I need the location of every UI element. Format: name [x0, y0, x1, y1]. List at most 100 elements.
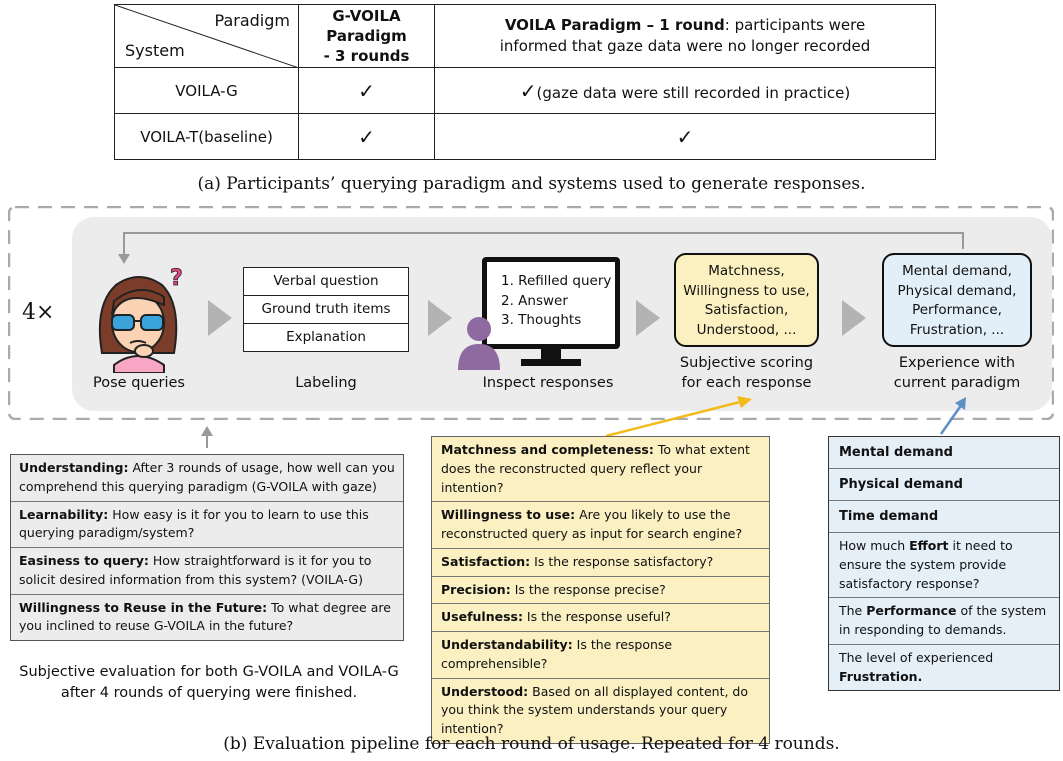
- diag-bottom-label: System: [125, 41, 185, 60]
- experience-label-line1: Experience with: [898, 355, 1016, 371]
- list-item: Physical demand: [829, 469, 1059, 501]
- monitor-screen: 1. Refilled query 2. Answer 3. Thoughts: [482, 257, 620, 349]
- experience-label-line2: current paradigm: [893, 374, 1021, 391]
- experience-box: Mental demand, Physical demand, Performa…: [882, 253, 1032, 347]
- caption-b: (b) Evaluation pipeline for each round o…: [223, 734, 840, 754]
- item-title: Matchness and completeness:: [441, 442, 654, 457]
- item-text: Is the response satisfactory?: [530, 553, 714, 569]
- labeling-label: Labeling: [295, 375, 357, 391]
- item-title: Easiness to query:: [19, 553, 149, 568]
- experience-item: Physical demand,: [897, 282, 1017, 299]
- voila-header-rest: : participants were: [724, 16, 866, 34]
- list-item: Willingness to use: Are you likely to us…: [432, 502, 769, 549]
- screen-line: 1. Refilled query: [501, 273, 612, 289]
- item-text: Is the response precise?: [510, 581, 666, 597]
- person-icon: [458, 317, 500, 370]
- scoring-label-line1: Subjective scoring: [679, 355, 814, 371]
- scoring-item: Matchness,: [708, 263, 785, 279]
- labeling-item: Explanation: [243, 323, 409, 352]
- list-item: The level of experienced Frustration.: [829, 645, 1059, 691]
- pose-queries-label: Pose queries: [93, 375, 185, 391]
- item-text: of the system in responding to demands.: [839, 603, 1047, 637]
- inspect-responses-label: Inspect responses: [482, 375, 614, 391]
- list-item: How much Effort it need to ensure the sy…: [829, 533, 1059, 599]
- monitor-stand: [541, 349, 561, 361]
- monitor-base: [521, 359, 581, 366]
- voila-header-line2: informed that gaze data were no longer r…: [499, 37, 871, 55]
- scoring-item: Understood, ...: [696, 321, 797, 338]
- caption-a: (a) Participants’ querying paradigm and …: [197, 174, 866, 194]
- list-item: Understood: Based on all displayed conte…: [432, 679, 769, 743]
- arrow-right-icon: [428, 300, 452, 336]
- voila-cell: ✓: [434, 113, 936, 160]
- system-cell: VOILA-T(baseline): [114, 113, 299, 160]
- check-icon: ✓: [298, 113, 435, 160]
- item-title: Willingness to Reuse in the Future:: [19, 599, 268, 615]
- item-title: Willingness to use:: [441, 507, 576, 523]
- table-row: VOILA-G ✓ ✓(gaze data were still recorde…: [114, 67, 936, 114]
- item-title: Precision:: [441, 581, 511, 597]
- screen-line: 3. Thoughts: [501, 312, 582, 329]
- g-voila-header: G-VOILA Paradigm - 3 rounds: [298, 4, 435, 68]
- arrow-right-icon: [208, 300, 232, 336]
- g-voila-header-line1: G-VOILA Paradigm: [326, 6, 407, 45]
- svg-text:?: ?: [170, 266, 183, 291]
- g-voila-header-line2: - 3 rounds: [323, 47, 410, 66]
- list-item: Matchness and completeness: To what exte…: [432, 437, 769, 503]
- diag-top-label: Paradigm: [214, 11, 290, 30]
- dashed-outline: [8, 206, 1054, 420]
- list-item: The Performance of the system in respond…: [829, 598, 1059, 645]
- system-cell: VOILA-G: [114, 67, 299, 114]
- check-icon: ✓: [298, 67, 435, 114]
- item-text: The: [839, 603, 867, 619]
- general-eval-caption: Subjective evaluation for both G-VOILA a…: [4, 662, 414, 704]
- item-title: Understanding:: [19, 460, 129, 475]
- item-title: Learnability:: [19, 506, 109, 522]
- item-title: Understood:: [441, 683, 529, 699]
- item-title: Satisfaction:: [441, 553, 531, 569]
- item-title: Effort: [909, 538, 949, 553]
- item-text: How much: [839, 538, 910, 553]
- list-item: Understandability: Is the response compr…: [432, 632, 769, 679]
- item-text: How straightforward is it for you to sol…: [19, 553, 372, 587]
- item-text: To what degree are you inclined to reuse…: [19, 599, 391, 634]
- response-eval-list: Matchness and completeness: To what exte…: [431, 436, 770, 744]
- item-text: Based on all displayed content, do you t…: [441, 683, 748, 737]
- list-item: Mental demand: [829, 437, 1059, 469]
- girl-avatar-icon: ?: [98, 266, 183, 373]
- voila-note: (gaze data were still recorded in practi…: [536, 83, 851, 102]
- item-text: Are you likely to use the reconstructed …: [441, 507, 743, 541]
- item-text: The level of experienced: [839, 649, 994, 665]
- paradigm-table: Paradigm System G-VOILA Paradigm - 3 rou…: [114, 4, 936, 160]
- list-item: Usefulness: Is the response useful?: [432, 604, 769, 632]
- item-text: Is the response useful?: [522, 609, 671, 625]
- voila-header-bold: VOILA Paradigm – 1 round: [504, 16, 725, 34]
- nasa-tlx-list: Mental demand Physical demand Time deman…: [828, 436, 1060, 692]
- item-title: Usefulness:: [441, 609, 523, 625]
- general-eval-caption-line1: Subjective evaluation for both G-VOILA a…: [19, 664, 399, 680]
- experience-item: Mental demand,: [902, 263, 1012, 279]
- item-text: After 3 rounds of usage, how well can yo…: [19, 460, 395, 494]
- voila-header: VOILA Paradigm – 1 round: participants w…: [434, 4, 936, 68]
- item-title: Frustration.: [839, 668, 923, 684]
- scoring-label-line2: for each response: [681, 374, 812, 391]
- check-icon: ✓: [519, 78, 537, 103]
- list-item: Understanding: After 3 rounds of usage, …: [11, 455, 403, 502]
- list-item: Satisfaction: Is the response satisfacto…: [432, 549, 769, 577]
- labeling-items: Verbal question Ground truth items Expla…: [243, 267, 409, 352]
- item-title: Understandability:: [441, 637, 573, 652]
- list-item: Learnability: How easy is it for you to …: [11, 502, 403, 548]
- check-icon: ✓: [676, 124, 694, 149]
- scoring-item: Willingness to use,: [683, 282, 810, 299]
- experience-label: Experience with current paradigm: [877, 354, 1037, 393]
- item-text: How easy is it for you to learn to use t…: [19, 506, 369, 541]
- item-text: it need to ensure the system provide sat…: [839, 538, 1013, 591]
- scoring-label: Subjective scoring for each response: [664, 354, 829, 393]
- scoring-box: Matchness, Willingness to use, Satisfact…: [674, 253, 819, 347]
- experience-item: Performance,: [912, 302, 1002, 319]
- labeling-item: Verbal question: [243, 267, 409, 296]
- item-title: Performance: [866, 603, 957, 619]
- general-eval-caption-line2: after 4 rounds of querying were finished…: [60, 685, 358, 702]
- arrow-right-icon: [636, 300, 660, 336]
